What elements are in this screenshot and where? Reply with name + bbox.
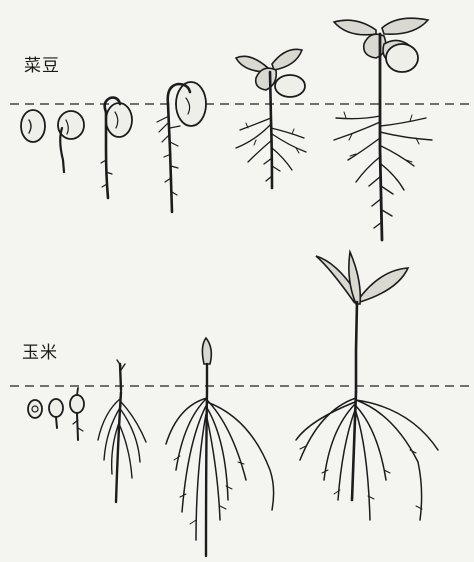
corn-stage-3 [70, 388, 84, 440]
corn-stage-1-kernel [28, 400, 42, 418]
bean-stage-3 [101, 98, 132, 198]
bean-stage-4 [157, 82, 206, 212]
bean-stage-5 [236, 49, 306, 188]
bean-stage-2 [58, 111, 84, 172]
bean-stage-6 [334, 18, 432, 240]
corn-stage-4 [98, 360, 146, 502]
corn-stage-2 [49, 399, 63, 428]
corn-stage-5 [166, 338, 274, 556]
bean-stage-1-seed [21, 110, 45, 142]
